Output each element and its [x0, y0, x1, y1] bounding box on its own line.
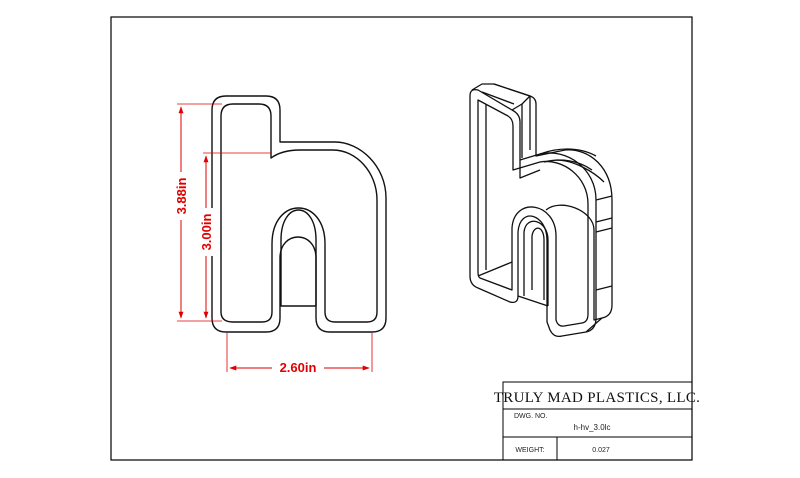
isometric-view [469, 83, 613, 338]
dimension-overall-height: 3.88in [168, 103, 222, 322]
overall-height-label: 3.88in [174, 178, 189, 215]
outer-contour [211, 95, 387, 333]
iso-arch [523, 220, 549, 306]
dimension-width: 2.60in [226, 333, 373, 376]
weight-label: WEIGHT: [515, 447, 544, 454]
weight-value: 0.027 [592, 447, 610, 454]
iso-front-outer [469, 88, 597, 338]
arch-opening [280, 209, 317, 307]
sheet-border [110, 16, 693, 461]
iso-front-inner [477, 99, 589, 327]
iso-ascender-top [471, 83, 531, 111]
dwg-no-label: DWG. NO. [514, 413, 547, 420]
company-name: TRULY MAD PLASTICS, LLC. [494, 390, 700, 406]
front-view-outline [211, 95, 387, 333]
dimension-inner-height: 3.00in [193, 152, 272, 319]
iso-back-contour [493, 83, 613, 321]
width-label: 2.60in [280, 360, 317, 375]
title-block [502, 381, 693, 461]
inner-contour [220, 103, 378, 323]
inner-height-label: 3.00in [199, 214, 214, 251]
dwg-no-value: h-hv_3.0lc [574, 423, 611, 432]
